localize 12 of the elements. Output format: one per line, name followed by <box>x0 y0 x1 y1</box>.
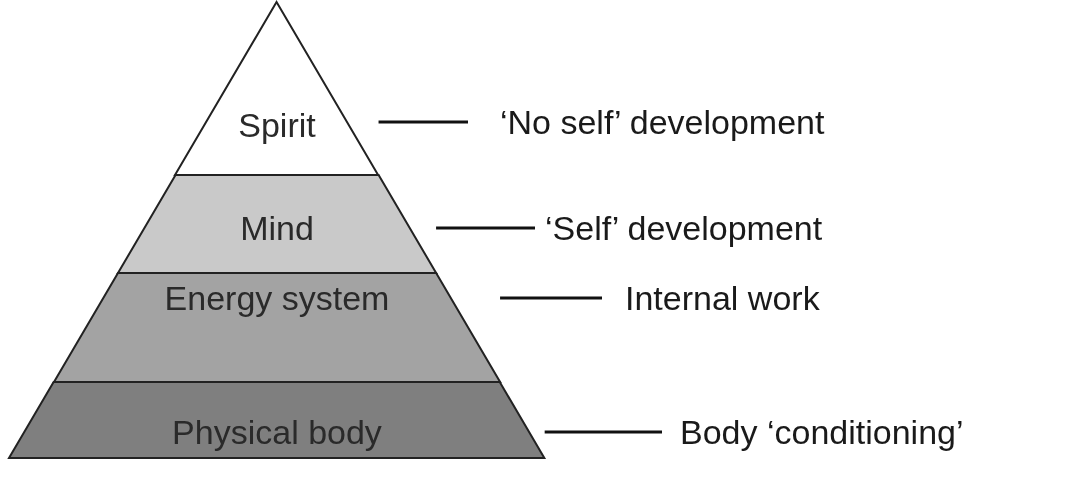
description-text: ‘Self’ development <box>535 211 823 245</box>
connector-line <box>378 120 468 124</box>
layer-label: Energy system <box>163 281 391 315</box>
layer-label: Mind <box>239 211 315 245</box>
description-text: Internal work <box>602 281 820 315</box>
layer-label: Spirit <box>237 108 317 142</box>
connector-line <box>544 430 662 434</box>
description-text: ‘No self’ development <box>468 105 825 139</box>
description-text: Body ‘conditioning’ <box>662 415 964 449</box>
connector-line <box>436 226 535 230</box>
connector-line <box>500 296 602 300</box>
layer-label: Physical body <box>171 415 383 449</box>
